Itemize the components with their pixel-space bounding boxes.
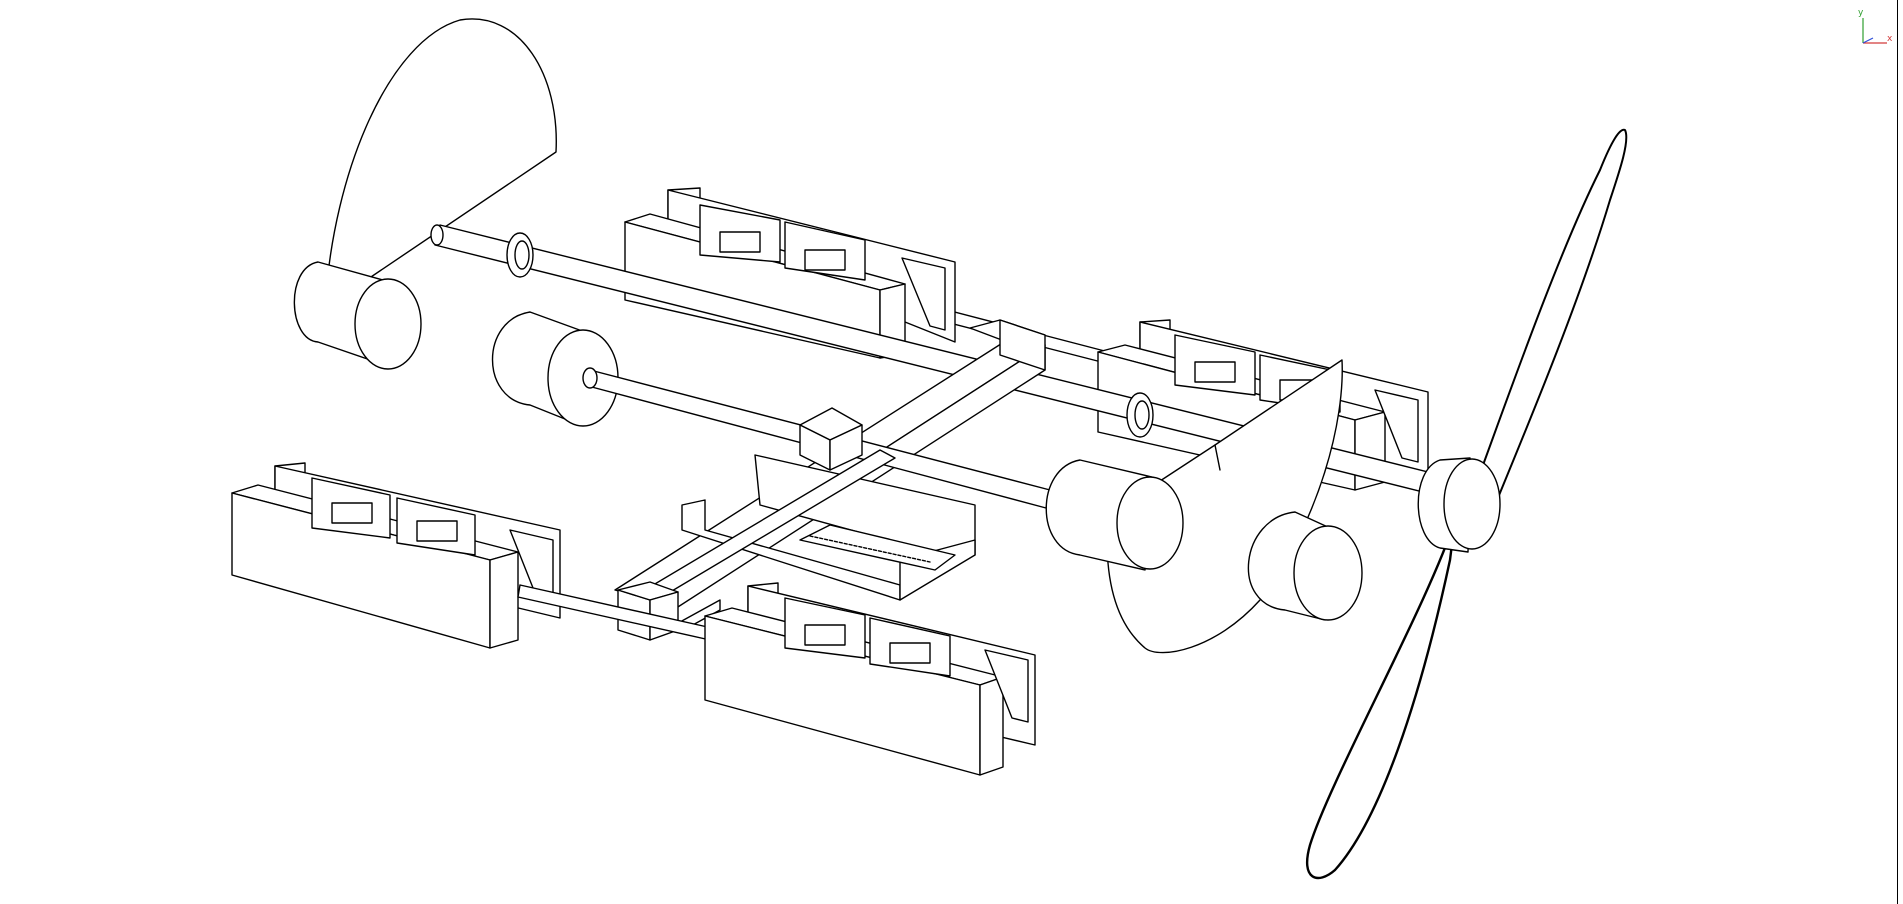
servo-block-lower-left [232, 463, 560, 648]
shaft-collar-right [1127, 393, 1153, 437]
rear-wheel-cylinder-left [294, 262, 421, 369]
right-steering-fin [1107, 360, 1342, 653]
shaft-collar-left [507, 233, 533, 277]
drive-cylinder-right [1046, 460, 1183, 570]
axis-triad: y x [1855, 8, 1895, 48]
rudder-fin [325, 19, 556, 308]
servo-block-lower-center [705, 583, 1035, 775]
center-hub-block [800, 408, 862, 470]
drive-cylinder-middle [493, 312, 619, 426]
carriage-tray [682, 455, 975, 600]
axis-y-label: y [1858, 8, 1864, 18]
wheel-cylinder-lower-right [1248, 512, 1362, 620]
viewport-right-edge [1897, 0, 1898, 904]
propeller [1307, 130, 1626, 878]
lower-cross-beam [618, 450, 895, 640]
axis-triad-icon [1855, 8, 1895, 48]
axis-x-label: x [1887, 34, 1893, 44]
